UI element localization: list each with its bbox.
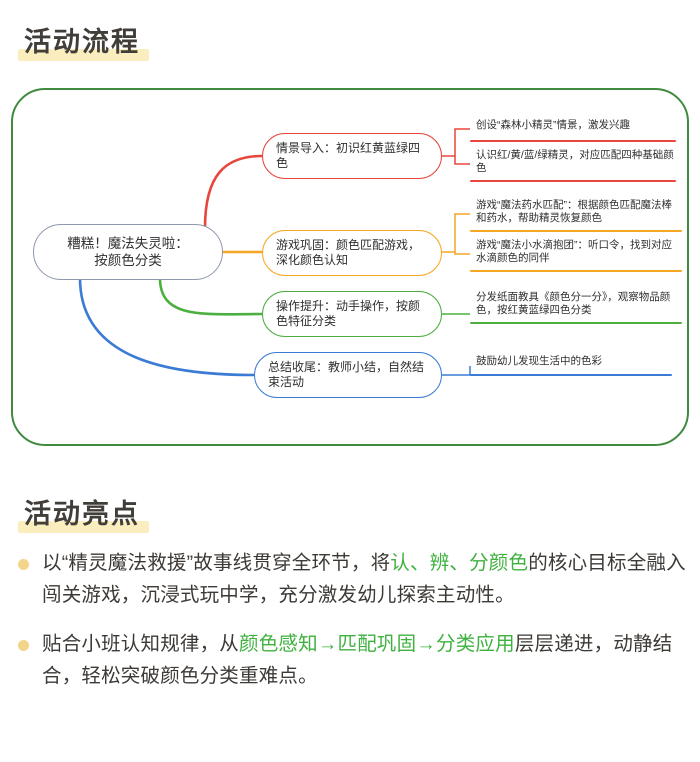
leaf-label: 游戏“魔法小水滴抱团”：听口令，找到对应水滴颜色的同伴: [476, 239, 672, 265]
leaf-label: 游戏“魔法药水匹配”：根据颜色匹配魔法棒和药水，帮助精灵恢复颜色: [476, 199, 672, 225]
mindmap-branch-node-scenario-intro[interactable]: 情景导入：初识红黄蓝绿四色: [262, 133, 442, 179]
list-item: 贴合小班认知规律，从颜色感知→匹配巩固→分类应用层层递进，动静结合，轻松突破颜色…: [14, 629, 690, 692]
highlight-text: 以“精灵魔法救援”故事线贯穿全环节，将认、辨、分颜色的核心目标全融入闯关游戏，沉…: [42, 552, 686, 606]
mindmap-leaf-node[interactable]: 游戏“魔法小水滴抱团”：听口令，找到对应水滴颜色的同伴: [470, 236, 682, 272]
page-title-activity-flow: 活动流程: [18, 20, 149, 61]
page-title-activity-highlights: 活动亮点: [18, 492, 149, 533]
mindmap-branch-node-summary[interactable]: 总结收尾：教师小结，自然结束活动: [254, 352, 442, 398]
mindmap-branch-node-game-consolidation[interactable]: 游戏巩固：颜色匹配游戏，深化颜色认知: [262, 230, 442, 276]
list-item: 以“精灵魔法救援”故事线贯穿全环节，将认、辨、分颜色的核心目标全融入闯关游戏，沉…: [14, 548, 690, 611]
highlight-plain-run: 以“精灵魔法救援”故事线贯穿全环节，将: [42, 552, 391, 574]
leaf-underline: [470, 180, 676, 182]
central-label-line2: 按颜色分类: [94, 253, 162, 268]
activity-flow-heading-text: 活动流程: [18, 20, 149, 61]
leaf-label: 认识红/黄/蓝/绿精灵，对应匹配四种基础颜色: [476, 149, 674, 175]
mindmap-central-label: 糟糕！魔法失灵啦： 按颜色分类: [67, 235, 189, 270]
leaf-underline: [470, 140, 676, 142]
leaf-underline: [470, 322, 682, 324]
branch-label: 游戏巩固：颜色匹配游戏，深化颜色认知: [276, 237, 421, 267]
branch-label: 操作提升：动手操作，按颜色特征分类: [276, 298, 421, 328]
leaf-label: 鼓励幼儿发现生活中的色彩: [476, 355, 602, 367]
mindmap-leaf-node[interactable]: 游戏“魔法药水匹配”：根据颜色匹配魔法棒和药水，帮助精灵恢复颜色: [470, 196, 682, 232]
highlight-accent-run: 认、辨、分颜色: [390, 552, 529, 574]
mindmap-leaf-node[interactable]: 认识红/黄/蓝/绿精灵，对应匹配四种基础颜色: [470, 146, 676, 182]
highlight-accent-run: 颜色感知→匹配巩固→分类应用: [239, 633, 515, 656]
highlight-plain-run: 层层递进，动静结合，轻松突破颜色分类重难点。: [42, 633, 673, 687]
leaf-underline: [470, 374, 672, 376]
leaf-label: 创设“森林小精灵”情景，激发兴趣: [476, 119, 630, 131]
highlight-text: 贴合小班认知规律，从颜色感知→匹配巩固→分类应用层层递进，动静结合，轻松突破颜色…: [42, 633, 672, 687]
mindmap-leaf-node[interactable]: 鼓励幼儿发现生活中的色彩: [470, 352, 672, 376]
highlight-plain-run: 的核心目标全融入闯关游戏，沉浸式玩中学，充分激发幼儿探索主动性。: [42, 552, 686, 606]
central-label-line1: 糟糕！魔法失灵啦：: [67, 235, 189, 251]
bullet-dot-icon: [18, 559, 29, 570]
highlight-plain-run: 贴合小班认知规律，从: [42, 633, 240, 656]
branch-label: 情景导入：初识红黄蓝绿四色: [276, 140, 421, 170]
leaf-underline: [470, 230, 682, 232]
mindmap-branch-node-hands-on[interactable]: 操作提升：动手操作，按颜色特征分类: [262, 291, 442, 337]
highlights-list: 以“精灵魔法救援”故事线贯穿全环节，将认、辨、分颜色的核心目标全融入闯关游戏，沉…: [14, 548, 690, 710]
mindmap-central-node[interactable]: 糟糕！魔法失灵啦： 按颜色分类: [33, 224, 223, 280]
bullet-dot-icon: [18, 640, 29, 652]
mindmap-leaf-node[interactable]: 创设“森林小精灵”情景，激发兴趣: [470, 116, 676, 142]
activity-highlights-heading-text: 活动亮点: [18, 492, 149, 533]
branch-label: 总结收尾：教师小结，自然结束活动: [268, 359, 425, 389]
mindmap-leaf-node[interactable]: 分发纸面教具《颜色分一分》，观察物品颜色，按红黄蓝绿四色分类: [470, 288, 682, 324]
leaf-label: 分发纸面教具《颜色分一分》，观察物品颜色，按红黄蓝绿四色分类: [476, 291, 671, 317]
leaf-underline: [470, 270, 682, 272]
